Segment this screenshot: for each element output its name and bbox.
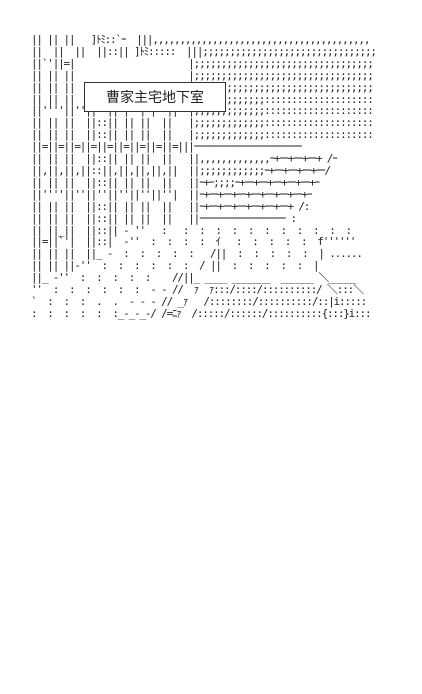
art-line: || || || ]ﾄﾐ::`ｰ |||,,,,,,,,,,,,,,,,,,,,… — [31, 33, 370, 46]
art-line: ||`'||=| |;;;;;;;;;;;;;;;;;;;;;;;;;;;;;;… — [31, 56, 374, 70]
art-line: || || || |;;;;;;;;;;;;;;;;;;;;;;;;;;;;;;… — [31, 68, 374, 82]
art-line: : : : : : :_-_-_-/ /=ﾆｧ /:::::/::::::/::… — [31, 306, 372, 320]
art-line: || || || ||::|| || || || ||ｰ+ｰ;;;;ｰ+ｰｰ+ｰ… — [31, 175, 320, 189]
art-line: || ||_|| ||::|| - '' : : : : : : : : : :… — [31, 223, 352, 237]
art-line: || || || ||::|| || || || ||ｰ+ｰｰ+ｰｰ+ｰｰ+ｰｰ… — [31, 199, 310, 213]
caption-text: 曹家主宅地下室 — [106, 90, 204, 106]
art-line: || || || ||::|| || || || |;;;;;;;;;;;;;:… — [31, 116, 374, 130]
art-line: ||''''||''||''||''||''||''| ||ｰ+ｰｰ+ｰｰ+ｰｰ… — [31, 187, 312, 201]
art-line: '' : : : : : : - - // ｧ ｧ:::/::::/::::::… — [31, 283, 364, 297]
art-line: || || || ||::|| || || || |;;;;;;;;;;;;;:… — [31, 128, 374, 142]
art-line: || || ||-'' : : : : : : / || : : : : : | — [31, 259, 320, 273]
art-line: ||,||,||,||::||,||,||,||,|| ||;;;;;;;;;;… — [31, 163, 331, 177]
art-line: ||=||`'| ||::| -'' : : : : ｲ : : : : : f… — [31, 235, 356, 249]
art-line: ||_ -'' : : : : : //||_ ____ _______ ___… — [31, 271, 357, 285]
art-line: || || || |;;;;;;;;;;;;;;;;;;;;;;;;;;;;;;… — [31, 80, 374, 94]
art-line: ` : : : . . - - - // _ｧ /::::::::/::::::… — [31, 294, 367, 308]
art-line: || || || ||::|| || || || ||ｰｰｰｰｰｰｰｰｰｰｰｰｰ… — [31, 211, 297, 225]
art-line: || || || ||::|| ]ﾄﾐ::::: |||;;;;;;;;;;;;… — [31, 44, 377, 58]
ascii-art-basement: || || || ]ﾄﾐ::`ｰ |||,,,,,,,,,,,,,,,,,,,,… — [31, 33, 377, 320]
location-caption: 曹家主宅地下室 — [84, 82, 226, 112]
art-line: ||=||=||=||=||=||=||=||=||=|||ｰｰｰｰｰｰｰｰｰｰ… — [31, 140, 302, 154]
art-line: || || || ||::|| || || || ||,,,,,,,,,,,,,… — [31, 152, 338, 166]
art-line: || || || ||_ - : : : : : /|| : : : : : |… — [31, 247, 363, 261]
